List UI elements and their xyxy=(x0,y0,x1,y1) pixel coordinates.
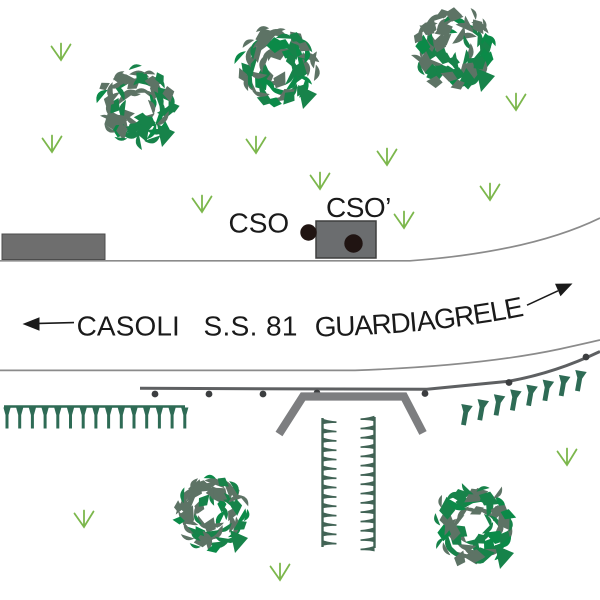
svg-text:GUARDIAGRELE: GUARDIAGRELE xyxy=(314,291,525,342)
svg-text:CASOLI: CASOLI xyxy=(77,310,180,341)
svg-text:CSO’: CSO’ xyxy=(326,192,391,223)
svg-text:CSO: CSO xyxy=(229,208,290,239)
svg-text:S.S. 81: S.S. 81 xyxy=(204,310,298,341)
